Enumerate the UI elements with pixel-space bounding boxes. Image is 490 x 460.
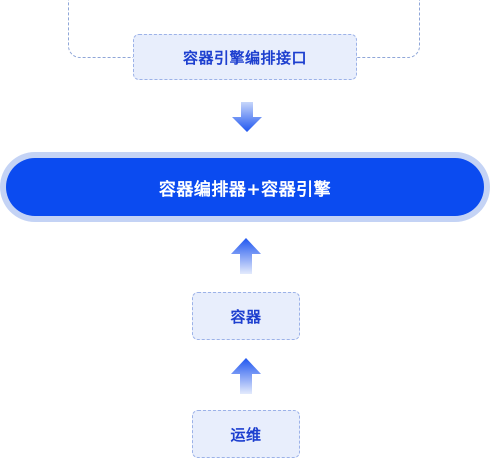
arrow-up-icon — [229, 356, 263, 394]
orchestrator-engine-bar-halo: 容器编排器+容器引擎 — [0, 152, 490, 222]
arrow-down-icon — [230, 100, 264, 134]
ops-node: 运维 — [192, 410, 300, 458]
container-node: 容器 — [192, 292, 300, 340]
arrow-up-icon — [229, 236, 263, 274]
orchestrator-engine-bar: 容器编排器+容器引擎 — [6, 158, 484, 216]
engine-orchestration-api-node: 容器引擎编排接口 — [133, 34, 357, 80]
